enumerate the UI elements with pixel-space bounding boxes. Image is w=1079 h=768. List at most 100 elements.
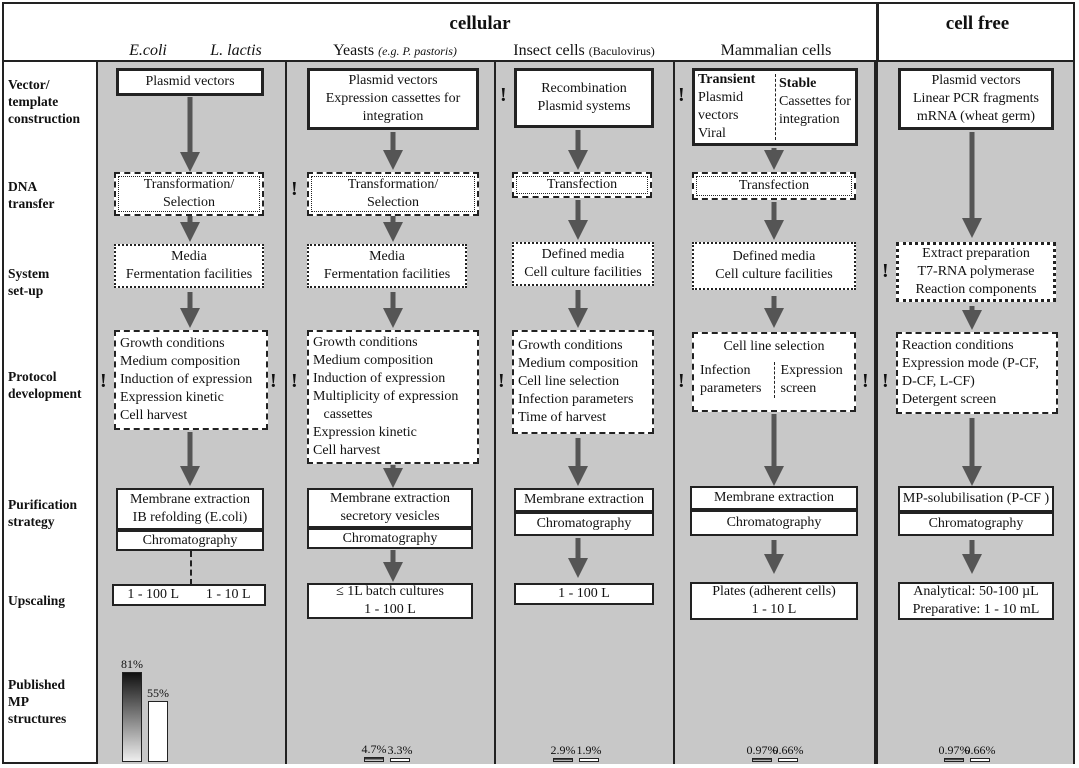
box-line: screen xyxy=(780,381,817,396)
mammal-system-box: Defined media Cell culture facilities xyxy=(692,242,856,290)
insect-label: Insect cells xyxy=(513,42,585,59)
row-label-upscaling: Upscaling xyxy=(8,592,65,609)
box-line: Cell harvest xyxy=(120,408,188,423)
bacteria-published-bar-2 xyxy=(148,700,168,762)
mammal-vector-transient: Transient Plasmid vectors Viral xyxy=(695,71,774,143)
box-line: Media xyxy=(369,249,405,264)
cellfree-published-bar-1 xyxy=(944,758,964,762)
row-label-line: strategy xyxy=(8,514,55,529)
box-line: Transfection xyxy=(738,178,810,193)
box-line: Fermentation facilities xyxy=(323,267,451,282)
row-label-vector: Vector/ template construction xyxy=(8,76,80,127)
row-label-line: transfer xyxy=(8,196,55,211)
bacteria-vector-box: Plasmid vectors xyxy=(116,68,264,96)
box-line: Expression cassettes for xyxy=(325,91,461,106)
row-label-line: Protocol xyxy=(8,369,57,384)
box-line: Growth conditions xyxy=(120,336,225,351)
insect-chromatography-box: Chromatography xyxy=(514,512,654,536)
insect-vector-box: Recombination Plasmid systems xyxy=(514,68,654,128)
box-line: Time of harvest xyxy=(518,410,607,425)
insect-purification-box: Membrane extraction xyxy=(514,488,654,512)
warning-icon: ! xyxy=(291,178,298,200)
row-label-protocol: Protocol development xyxy=(8,368,82,402)
box-line: Expression xyxy=(780,363,843,378)
mammal-protocol-right: Expression screen xyxy=(773,362,855,398)
box-line: Expression kinetic xyxy=(313,425,417,440)
cellfree-protocol-box: Reaction conditions Expression mode (P-C… xyxy=(896,332,1058,414)
insect-upscaling-box: 1 - 100 L xyxy=(514,583,654,605)
bacteria-published-label-1: 81% xyxy=(121,657,143,671)
insect-sub: (Baculovirus) xyxy=(588,44,655,58)
row-label-line: set-up xyxy=(8,283,44,298)
box-line: secretory vesicles xyxy=(340,509,440,524)
transient-title: Transient xyxy=(698,72,756,87)
box-line: Media xyxy=(171,249,207,264)
box-line: 1 - 10 L xyxy=(751,602,797,617)
mammal-protocol-left: Infection parameters xyxy=(694,362,774,398)
box-line: Expression mode (P-CF, xyxy=(902,356,1039,371)
box-line: Viral xyxy=(698,126,726,141)
header-insect: Insect cells (Baculovirus) xyxy=(494,42,674,60)
box-line: Recombination xyxy=(541,81,627,96)
warning-icon: ! xyxy=(498,370,505,392)
row-label-line: Vector/ xyxy=(8,77,50,92)
box-line: Transfection xyxy=(546,177,618,192)
box-line: Cell culture facilities xyxy=(715,267,833,282)
box-line: Cell line selection xyxy=(518,374,620,389)
box-line: ≤ 1L batch cultures xyxy=(336,584,444,599)
warning-icon: ! xyxy=(100,370,107,392)
bacteria-upscaling-box: 1 - 100 L 1 - 10 L xyxy=(112,584,266,606)
row-label-published: Published MP structures xyxy=(8,676,66,727)
box-line: Reaction components xyxy=(915,282,1037,297)
box-line: Medium composition xyxy=(313,353,434,368)
cellfree-published-label-2: 0.66% xyxy=(964,743,996,757)
box-line: Cell harvest xyxy=(313,443,381,458)
mammal-dna-box: Transfection xyxy=(692,172,856,200)
mammal-protocol-box: Cell line selection Infection parameters… xyxy=(692,332,856,412)
mammal-vector-box: Transient Plasmid vectors Viral Stable C… xyxy=(692,68,858,146)
box-line: Chromatography xyxy=(726,515,822,530)
box-line: vectors xyxy=(698,108,739,123)
row-label-purification: Purification strategy xyxy=(8,496,77,530)
yeast-vector-box: Plasmid vectors Expression cassettes for… xyxy=(307,68,479,130)
box-line: Chromatography xyxy=(928,516,1024,531)
mammal-chromatography-box: Chromatography xyxy=(690,510,858,536)
row-label-line: template xyxy=(8,94,59,109)
row-label-line: development xyxy=(8,386,82,401)
row-label-line: structures xyxy=(8,711,67,726)
warning-icon: ! xyxy=(291,370,298,392)
yeast-published-bar-1 xyxy=(364,756,384,762)
box-line: Induction of expression xyxy=(313,371,446,386)
mammal-purification-box: Membrane extraction xyxy=(690,486,858,510)
box-line: Linear PCR fragments xyxy=(913,91,1039,106)
row-label-line: Purification xyxy=(8,497,77,512)
box-line: Membrane extraction xyxy=(713,490,835,505)
bacteria-published-bar-1 xyxy=(122,672,142,762)
box-line: Plasmid vectors xyxy=(931,73,1021,88)
mammal-published-bar-1 xyxy=(752,758,772,762)
box-line: Selection xyxy=(366,195,420,210)
yeast-chromatography-box: Chromatography xyxy=(307,528,473,549)
box-line: Transformation/ xyxy=(347,177,439,192)
box-line: Defined media xyxy=(732,249,816,264)
insect-published-label-1: 2.9% xyxy=(550,743,576,757)
yeast-protocol-box: Growth conditions Medium composition Ind… xyxy=(307,330,479,464)
box-line: Infection parameters xyxy=(518,392,634,407)
box-line: 1 - 100 L xyxy=(558,586,610,601)
box-line: MP-solubilisation (P-CF ) xyxy=(902,491,1050,506)
mammal-published-bar-2 xyxy=(778,758,798,762)
box-line: Plasmid vectors xyxy=(348,73,438,88)
box-line: Chromatography xyxy=(342,530,438,546)
bacteria-dna-box: Transformation/ Selection xyxy=(114,172,264,216)
yeasts-example: (e.g. P. pastoris) xyxy=(378,44,457,58)
cellfree-upscaling-box: Analytical: 50-100 µL Preparative: 1 - 1… xyxy=(898,582,1054,620)
box-line: Transformation/ xyxy=(143,177,235,192)
box-line: Membrane extraction xyxy=(129,492,251,507)
box-line: Medium composition xyxy=(120,354,241,369)
bacteria-split-line xyxy=(190,551,192,585)
mammal-published-label-2: 0.66% xyxy=(772,743,804,757)
bacteria-purification-box: Membrane extraction IB refolding (E.coli… xyxy=(116,488,264,530)
box-line: Analytical: 50-100 µL xyxy=(913,584,1039,599)
warning-icon: ! xyxy=(882,370,889,392)
yeast-published-bar-2 xyxy=(390,758,410,762)
